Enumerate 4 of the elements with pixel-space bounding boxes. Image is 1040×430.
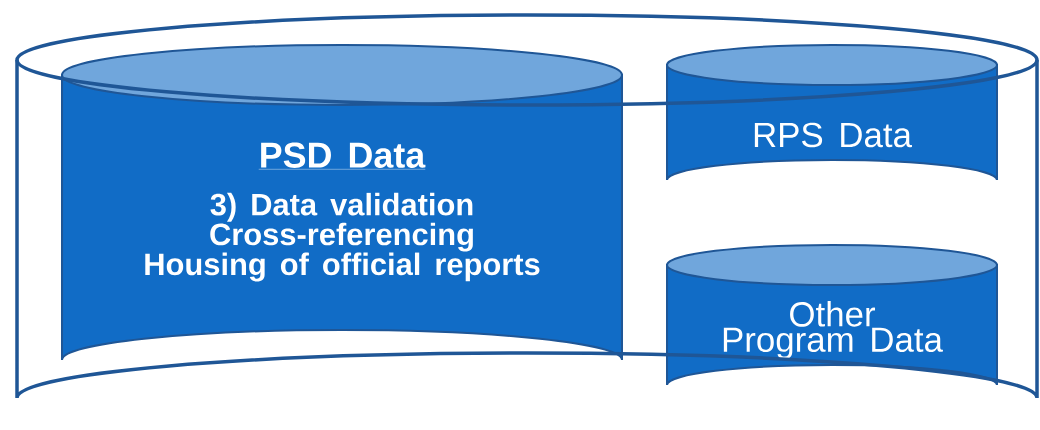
cylinder: PSD Data 3) Data validation Cross-referencing Housing of official reports [61,44,623,361]
cylinder: RPS Data [666,44,998,181]
cylinder: Other Program Data [666,244,998,386]
cylinder [15,13,1039,400]
